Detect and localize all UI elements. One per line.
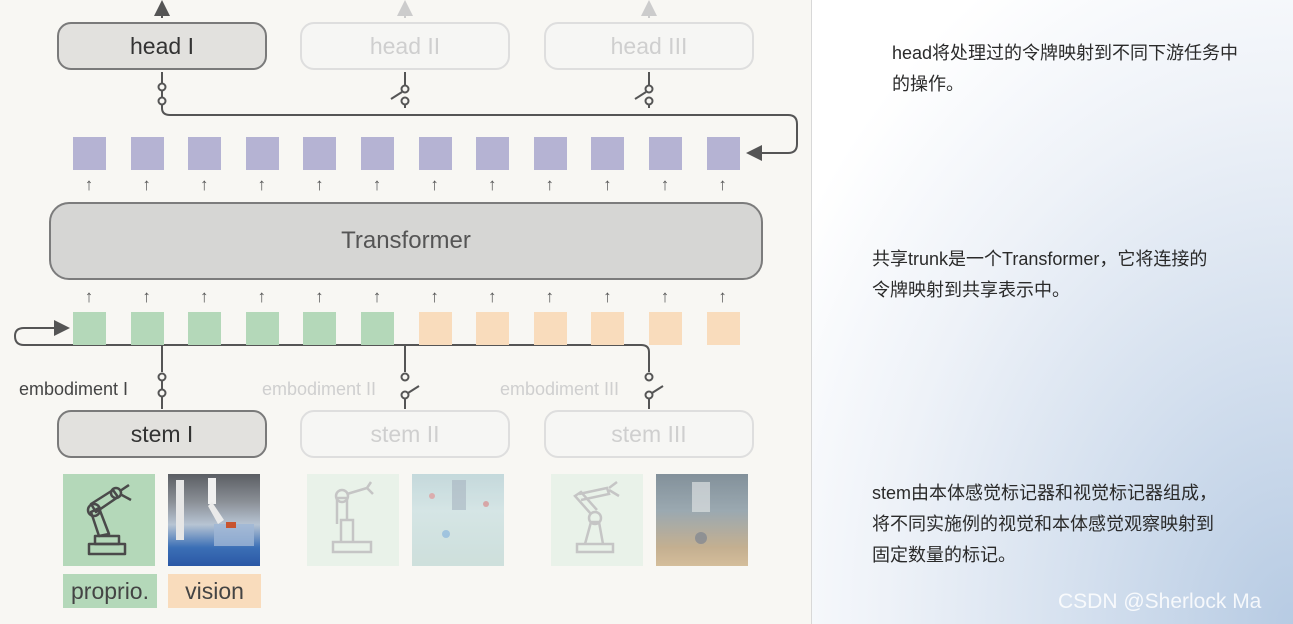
head-3-label: head III (610, 32, 688, 59)
up-arrow-icon: ↑ (257, 175, 267, 194)
stem-2-label: stem II (370, 420, 440, 447)
stem-description-line-3: 固定数量的标记。 (872, 545, 1016, 565)
up-arrow-icon: ↑ (603, 287, 612, 306)
up-arrow-icon: ↑ (718, 175, 727, 194)
output-token (533, 137, 567, 170)
watermark-text: CSDN @Sherlock Ma (1058, 590, 1262, 613)
input-token (476, 312, 510, 345)
up-arrow-icon: ↑ (430, 287, 439, 306)
stem-description-line-2: 将不同实施例的视觉和本体感觉观察映射到 (872, 514, 1214, 534)
vision-photo-image (168, 474, 260, 566)
input-token (245, 312, 279, 345)
proprio-tag: proprio. (63, 574, 157, 608)
output-token (476, 137, 510, 170)
input-token (130, 312, 164, 345)
head-2-box: head II (300, 22, 510, 70)
head-switch-open-3 (634, 72, 654, 108)
up-arrow-icon: ↑ (603, 175, 612, 194)
stem-switch-closed (157, 372, 167, 409)
transformer-trunk-box: Transformer (49, 202, 763, 280)
input-token (361, 312, 394, 345)
up-arrow-icon: ↑ (257, 287, 267, 306)
output-token (591, 137, 625, 170)
output-token (418, 137, 452, 170)
trunk-description: 共享trunk是一个Transformer，它将连接的 令牌映射到共享表示中。 (872, 244, 1207, 306)
up-arrow-icon: ↑ (660, 287, 670, 306)
vision-tag: vision (168, 574, 261, 608)
up-arrow-icon: ↑ (372, 175, 382, 194)
stem-2-box: stem II (300, 410, 510, 458)
input-token (73, 312, 106, 345)
output-token (73, 137, 106, 170)
up-arrow-icon: ↑ (487, 175, 497, 194)
input-token (706, 312, 740, 345)
head-description-line-2: 的操作。 (892, 74, 964, 94)
up-arrow-icon: ↑ (718, 287, 727, 306)
embodiment-3-label: embodiment III (500, 379, 620, 399)
stem-3-box: stem III (544, 410, 754, 458)
input-token (533, 312, 567, 345)
head-2-label: head II (369, 32, 441, 59)
input-token (649, 312, 682, 345)
output-token (303, 137, 337, 170)
stem-switch-open-3 (644, 372, 664, 409)
embodiment-2-label: embodiment II (262, 379, 377, 399)
up-arrow-icon: ↑ (430, 175, 439, 194)
head-1-label: head I (130, 32, 194, 59)
up-arrow-icon: ↑ (372, 287, 382, 306)
output-token (649, 137, 682, 170)
head-switch-closed (157, 72, 167, 108)
description-panel (812, 0, 1293, 624)
vision-label: vision (185, 577, 244, 604)
input-token (303, 312, 337, 345)
up-arrow-icon: ↑ (660, 175, 670, 194)
up-arrow-icon: ↑ (315, 175, 324, 194)
proprio-label: proprio. (71, 577, 149, 604)
up-arrow-icon: ↑ (199, 287, 209, 306)
up-arrow-icon: ↑ (199, 175, 209, 194)
up-arrow-icon: ↑ (487, 287, 497, 306)
stem-1-box: stem I (57, 410, 267, 458)
head-3-box: head III (544, 22, 754, 70)
up-arrow-icon: ↑ (315, 287, 324, 306)
head-bus-line (161, 107, 798, 161)
robot-arm-icon-faded-3 (551, 474, 643, 566)
up-arrow-icon: ↑ (545, 287, 555, 306)
head-description: head将处理过的令牌映射到不同下游任务中 的操作。 (892, 38, 1238, 100)
stem-1-label: stem I (130, 420, 194, 447)
stem-switch-open-2 (400, 372, 420, 409)
up-arrow-icon: ↑ (142, 287, 151, 306)
stem-3-label: stem III (611, 420, 687, 447)
stem-bus-line (13, 320, 650, 365)
up-arrow-icon: ↑ (545, 175, 555, 194)
stem-description-line-1: stem由本体感觉标记器和视觉标记器组成， (872, 483, 1218, 503)
input-token (591, 312, 625, 345)
trunk-description-line-1: 共享trunk是一个Transformer，它将连接的 (872, 249, 1208, 269)
up-arrow-icon: ↑ (142, 175, 151, 194)
input-token (418, 312, 452, 345)
up-arrow-icon: ↑ (84, 175, 94, 194)
input-token (188, 312, 222, 345)
embodiment-1-label: embodiment I (19, 379, 129, 399)
robot-arm-icon (63, 474, 155, 566)
vision-photo-image-faded-3 (656, 474, 748, 566)
robot-arm-icon-faded-2 (307, 474, 399, 566)
stem-description: stem由本体感觉标记器和视觉标记器组成， 将不同实施例的视觉和本体感觉观察映射… (872, 478, 1217, 571)
output-token (245, 137, 279, 170)
output-token (706, 137, 740, 170)
head-description-line-1: head将处理过的令牌映射到不同下游任务中 (892, 43, 1239, 63)
trunk-description-line-2: 令牌映射到共享表示中。 (872, 280, 1070, 300)
output-token (361, 137, 394, 170)
vision-photo-image-faded-2 (412, 474, 504, 566)
up-arrow-icon: ↑ (84, 287, 94, 306)
head-switch-open-2 (390, 72, 410, 108)
head-1-box: head I (57, 22, 267, 70)
output-token (130, 137, 164, 170)
connector-lines (13, 0, 798, 409)
output-token (188, 137, 222, 170)
transformer-label: Transformer (341, 227, 471, 254)
